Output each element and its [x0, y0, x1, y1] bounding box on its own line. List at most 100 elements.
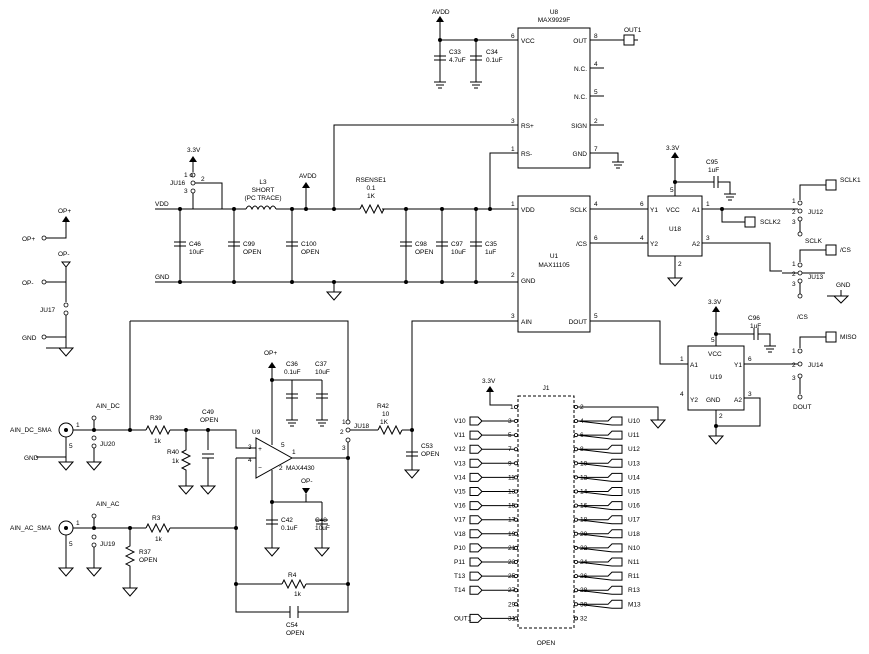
j1-left-net-label: V10 — [454, 418, 466, 425]
ground-icon — [286, 419, 328, 427]
l3-val2: (PC TRACE) — [244, 195, 281, 202]
j1-pin — [574, 588, 579, 593]
u1-pin-cs: /CS — [576, 241, 588, 248]
j1-left-net-label: V14 — [454, 474, 466, 481]
c100-val: OPEN — [301, 249, 320, 256]
c100-ref: C100 — [301, 241, 317, 248]
ju14-label: JU14 — [808, 362, 824, 369]
u1-pin-vdd: VDD — [521, 207, 535, 214]
j1-pin — [514, 602, 519, 607]
u19-num-a1: 1 — [680, 356, 684, 363]
j1-right-net-label: U14 — [628, 474, 640, 481]
r37-val: OPEN — [139, 557, 158, 564]
u18-num-y2: 4 — [640, 235, 644, 242]
u18-pin-a1: A1 — [692, 207, 700, 214]
ground-icon — [85, 461, 103, 471]
j1-pin — [574, 475, 579, 480]
ju18-pin1: 1 — [342, 419, 346, 426]
sma-ac-pin1: 1 — [76, 520, 80, 527]
net-flag-icon — [577, 487, 623, 496]
u1-pin-gnd: GND — [521, 278, 536, 285]
j1-pin-number: 25 — [508, 573, 516, 580]
j1-pin — [574, 503, 579, 508]
j1-pin — [574, 517, 579, 522]
avdd-label-mid: AVDD — [299, 173, 317, 180]
ground-icon — [57, 347, 75, 357]
c36-val: 0.1uF — [284, 369, 301, 376]
c36-ref: C36 — [286, 361, 298, 368]
sclk1-label: SCLK1 — [840, 177, 861, 184]
u1-ref: U1 — [550, 253, 559, 260]
j1-pin — [574, 489, 579, 494]
c53-ref: C53 — [421, 443, 433, 450]
resistor-icon — [359, 203, 385, 215]
resistor-icon — [377, 424, 403, 436]
ju13-label: JU13 — [808, 274, 824, 281]
u1-pin-dout: DOUT — [569, 319, 587, 326]
net-flag-icon — [469, 515, 514, 525]
j1-pin-number: 32 — [580, 615, 588, 622]
j1-pin-number: 29 — [508, 601, 516, 608]
j1-right-net-label: U10 — [628, 418, 640, 425]
u8-pin-out: OUT — [573, 38, 587, 45]
j1-open-label: OPEN — [537, 640, 556, 647]
op-minus-label-u9: OP- — [301, 478, 313, 485]
ju16-label: JU16 — [170, 180, 186, 187]
ain-dc-sma-label: AIN_DC_SMA — [10, 427, 52, 434]
ju19-label: JU19 — [100, 541, 116, 548]
net-flag-icon — [577, 472, 623, 482]
net-flag-icon — [469, 613, 514, 623]
rsense-ref: RSENSE1 — [356, 177, 387, 184]
supply-arrow-icon — [302, 488, 310, 494]
ground-icon — [649, 419, 667, 429]
j1-pin — [514, 503, 519, 508]
ground-icon — [325, 291, 343, 301]
net-flag-icon — [577, 557, 623, 567]
u8-part: MAX9929F — [538, 17, 571, 24]
net-flag-icon — [577, 501, 623, 511]
rsense-val: 0.1 — [366, 185, 375, 192]
ju18-pin3: 3 — [342, 445, 346, 452]
vdd-rail: 3.3V 1 o 2 3 JU16 VDD L3 SHORT (PC TRACE… — [155, 147, 518, 301]
l3-ref: L3 — [259, 179, 267, 186]
j1-pin-number: 5 — [508, 432, 512, 439]
j1-pin-number: 31 — [508, 615, 516, 622]
net-flag-icon — [577, 599, 623, 609]
ju20-label: JU20 — [100, 441, 116, 448]
u18-num-y1: 6 — [640, 201, 644, 208]
j1-right-net-label: U16 — [628, 503, 640, 510]
u19-num-gnd: 2 — [719, 413, 723, 420]
c97-ref: C97 — [451, 241, 463, 248]
r37-ref: R37 — [139, 549, 151, 556]
supply-arrow-icon — [62, 216, 70, 222]
r42-tol: 1K — [380, 419, 389, 426]
u1-num-ain: 3 — [511, 313, 515, 320]
c35-ref: C35 — [485, 241, 497, 248]
ain-ac-sma-label: AIN_AC_SMA — [10, 525, 52, 532]
ju13-pin1: 1 — [792, 261, 796, 268]
j1-right-net-label: U13 — [628, 460, 640, 467]
j1-pin — [514, 616, 519, 621]
u1-num-dout: 5 — [594, 313, 598, 320]
u1-num-gnd: 2 — [511, 272, 515, 279]
c34-val: 0.1uF — [486, 57, 503, 64]
u1-num-sclk: 4 — [594, 201, 598, 208]
u1-num-cs: 6 — [594, 235, 598, 242]
u8-chip: U8 MAX9929F VCC OUT N.C. N.C. SIGN GND R… — [333, 9, 624, 208]
j1-pin — [574, 602, 579, 607]
ju14-pin2: 2 — [792, 362, 796, 369]
u8-num-rsm: 1 — [511, 146, 515, 153]
j1-pin-number: 11 — [508, 474, 515, 481]
net-flag-icon — [469, 501, 514, 511]
r4-ref: R4 — [288, 572, 297, 579]
ground-icon — [724, 193, 736, 201]
u18-pin-y2: Y2 — [650, 241, 658, 248]
j1-pin — [514, 588, 519, 593]
c34-ref: C34 — [486, 49, 498, 56]
j1-pin1-num: 1 — [510, 404, 514, 411]
c99-ref: C99 — [243, 241, 255, 248]
j1-left-net-label: P10 — [454, 545, 466, 552]
c54-val: OPEN — [286, 630, 305, 637]
net-flag-icon — [577, 529, 623, 539]
